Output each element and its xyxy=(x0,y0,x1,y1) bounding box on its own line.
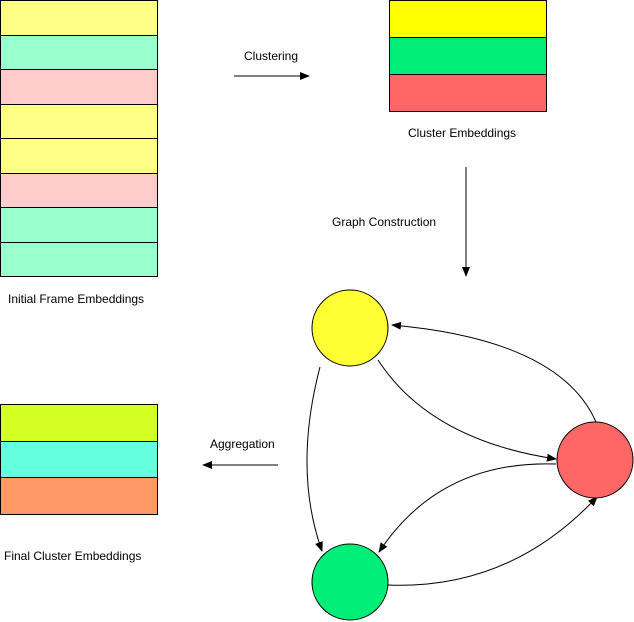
cluster-embedding-row xyxy=(389,0,547,38)
edge-yellow-to-red xyxy=(377,359,557,462)
graph-node-red xyxy=(556,421,634,499)
edge-red-to-green xyxy=(378,463,557,553)
edge-green-to-red xyxy=(387,496,598,586)
initial-frame-embedding-row xyxy=(0,241,158,277)
graph-construction-label: Graph Construction xyxy=(332,215,437,229)
edge-yellow-to-green xyxy=(306,366,323,552)
cluster-embedding-row xyxy=(389,37,547,75)
final-cluster-embeddings-stack xyxy=(0,404,158,516)
initial-frame-embedding-row xyxy=(0,0,158,36)
initial-frame-embedding-row xyxy=(0,34,158,70)
final-cluster-embedding-row xyxy=(0,477,158,516)
cluster-embeddings-stack xyxy=(389,0,547,112)
initial-frame-embedding-row xyxy=(0,172,158,208)
aggregation-label: Aggregation xyxy=(210,437,275,451)
graph-node-yellow xyxy=(311,289,389,367)
cluster-embedding-row xyxy=(389,74,547,112)
edge-red-to-yellow xyxy=(391,321,597,423)
initial-frame-embedding-row xyxy=(0,207,158,243)
final-cluster-embeddings-label: Final Cluster Embeddings xyxy=(4,549,142,563)
initial-frame-embeddings-stack xyxy=(0,0,158,277)
clustering-label: Clustering xyxy=(244,49,299,63)
final-cluster-embedding-row xyxy=(0,440,158,479)
initial-frame-embeddings-label: Initial Frame Embeddings xyxy=(8,292,145,306)
cluster-embeddings-label: Cluster Embeddings xyxy=(408,126,517,140)
graph-node-green xyxy=(311,543,389,621)
initial-frame-embedding-row xyxy=(0,103,158,139)
